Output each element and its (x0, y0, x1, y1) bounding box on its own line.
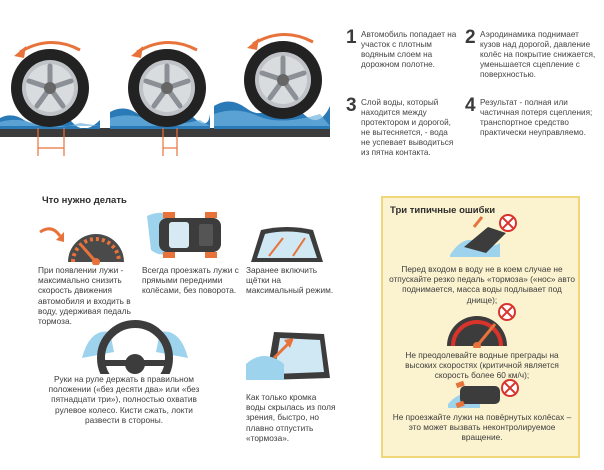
step-text-4: Результат - полная или частичная потеря … (480, 98, 593, 137)
mistakes-title: Три типичные ошибки (390, 205, 496, 216)
todo-title: Что нужно делать (42, 195, 127, 206)
todo-text-4: Руки на руле держать в правильном положе… (48, 374, 200, 425)
windshield-wipers-icon (245, 224, 329, 264)
tire-1 (10, 48, 90, 128)
todo-text-2: Всегда проезжать лужи с прямыми передним… (142, 265, 239, 296)
step-text-1: Автомобиль попадает на участок с плотным… (361, 30, 457, 69)
braking-in-water-icon (446, 213, 520, 259)
tire-3 (243, 40, 323, 120)
speedometer-icon (38, 210, 128, 265)
step-number-1: 1 (346, 27, 357, 48)
turned-wheels-icon (446, 378, 522, 408)
todo-text-5: Как только кромка воды скрылась из поля … (246, 392, 336, 443)
pedal-release-icon (244, 328, 334, 384)
mistake-text-3: Не проезжайте лужи на повёрнутых колёсах… (392, 412, 572, 443)
car-straight-wheels-icon (145, 208, 235, 264)
step-number-2: 2 (465, 27, 476, 48)
rotation-arrows (0, 28, 330, 163)
todo-text-1: При появлении лужи - максимально снизить… (38, 265, 131, 327)
step-number-3: 3 (346, 95, 357, 116)
step-text-2: Аэродинамика поднимает кузов над дорогой… (480, 30, 596, 79)
step-text-3: Слой воды, который находится между проте… (361, 98, 454, 157)
steering-wheel-hands-icon (80, 318, 190, 374)
step-number-4: 4 (465, 95, 476, 116)
mistake-text-2: Не преодолевайте водные преграды на высо… (405, 350, 559, 381)
high-speed-icon (441, 302, 517, 348)
todo-text-3: Заранее включить щётки на максимальный р… (246, 265, 334, 296)
tire-2 (127, 48, 207, 128)
mistake-text-1: Перед входом в воду не в коем случае не … (389, 264, 575, 305)
